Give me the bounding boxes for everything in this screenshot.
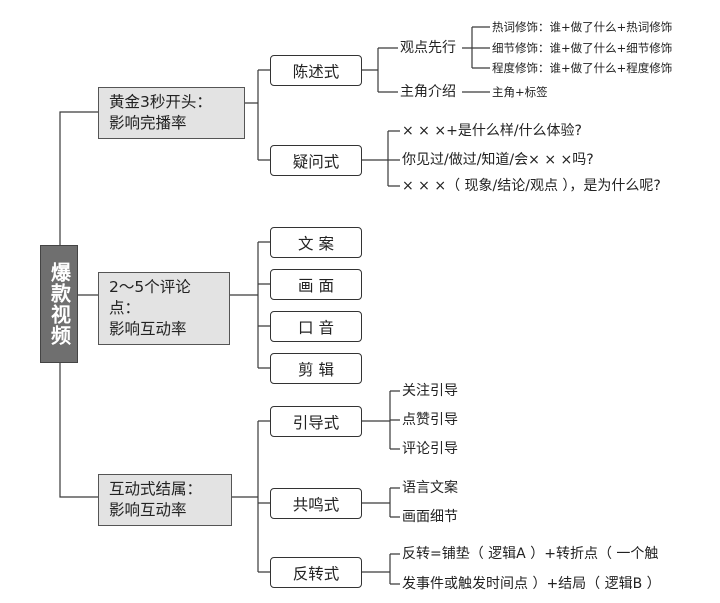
node-jianji: 剪 辑 [270,353,362,384]
branch-golden-opening: 黄金3秒开头： 影响完播率 [98,87,245,139]
root-node: 爆款视频 [40,245,78,363]
connector-root-trunk [59,111,98,498]
connector-branch3 [232,420,270,573]
connector-branch1 [245,69,270,161]
item-reversal-line-2: 发事件或触发时间点 ）+结局（ 逻辑B ） [402,576,661,592]
node-yindao: 引导式 [270,406,362,437]
node-huamian: 画 面 [270,269,362,300]
item-language-copy: 语言文案 [402,480,458,496]
node-yiwen: 疑问式 [270,145,362,176]
item-follow-guide: 关注引导 [402,383,458,399]
item-question-3: × × ×（ 现象/结论/观点 ），是为什么呢? [402,178,661,194]
item-visual-detail: 画面细节 [402,509,458,525]
connector-fanzhuan [362,553,400,585]
connector-gongming [362,487,400,518]
connector-yindao [362,390,400,450]
connector-guandian [462,26,490,69]
sub-item-protagonist-tag: 主角+标签 [492,85,548,99]
branch-comment-points: 2～5个评论点： 影响互动率 [98,272,230,345]
sub-item-detail: 细节修饰：谁+做了什么+细节修饰 [492,41,673,55]
connector-branch2 [230,241,270,369]
connector-chenshu [362,47,398,93]
item-like-guide: 点赞引导 [402,412,458,428]
sub-item-degree: 程度修饰：谁+做了什么+程度修饰 [492,61,673,75]
node-kouyin: 口 音 [270,311,362,342]
item-question-1: × × ×+是什么样/什么体验? [402,123,582,139]
node-chenshu: 陈述式 [270,55,362,86]
item-guandian: 观点先行 [400,40,456,56]
connector-yiwen [362,130,400,187]
item-comment-guide: 评论引导 [402,441,458,457]
node-fanzhuan: 反转式 [270,557,362,588]
item-zhujue: 主角介绍 [400,84,456,100]
item-question-2: 你见过/做过/知道/会× × ×吗? [402,152,594,168]
node-wenan: 文 案 [270,227,362,258]
branch-interactive-ending: 互动式结属： 影响互动率 [98,474,232,526]
node-gongming: 共鸣式 [270,488,362,519]
sub-item-hotword: 热词修饰：谁+做了什么+热词修饰 [492,20,673,34]
item-reversal-line-1: 反转=铺垫（ 逻辑A ）+转折点（ 一个触 [402,546,659,562]
